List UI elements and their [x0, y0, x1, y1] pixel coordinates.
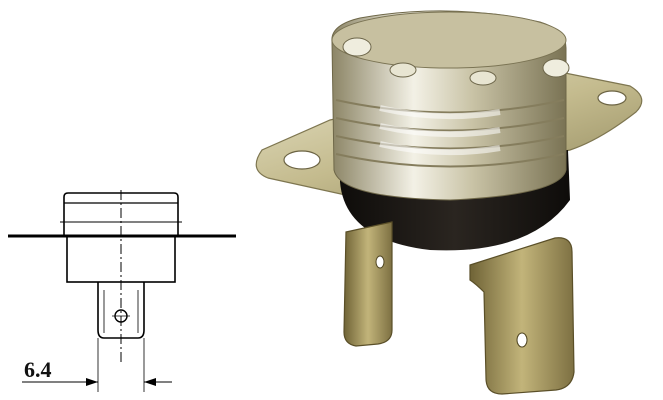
technical-drawing	[8, 190, 236, 392]
rivet-icon	[542, 58, 570, 78]
photo-terminal-left	[343, 221, 393, 347]
rivet-icon	[342, 37, 372, 57]
rivet-icon	[469, 70, 497, 86]
photo-threads	[335, 99, 565, 168]
flange-hole-left	[283, 150, 321, 170]
photo-terminal-right	[469, 237, 575, 395]
photo-cap-top	[331, 11, 567, 69]
flange-hole-right	[597, 90, 627, 106]
rivet-icon	[389, 62, 417, 78]
terminal-right-hole	[516, 332, 528, 348]
drawing-cap	[63, 192, 179, 203]
drawing-terminal	[97, 282, 145, 339]
product-photo	[236, 0, 663, 400]
dimension-6-4	[22, 378, 172, 386]
dimension-label: 6.4	[24, 357, 52, 382]
drawing-body	[66, 235, 176, 283]
terminal-left-hole	[375, 255, 385, 269]
